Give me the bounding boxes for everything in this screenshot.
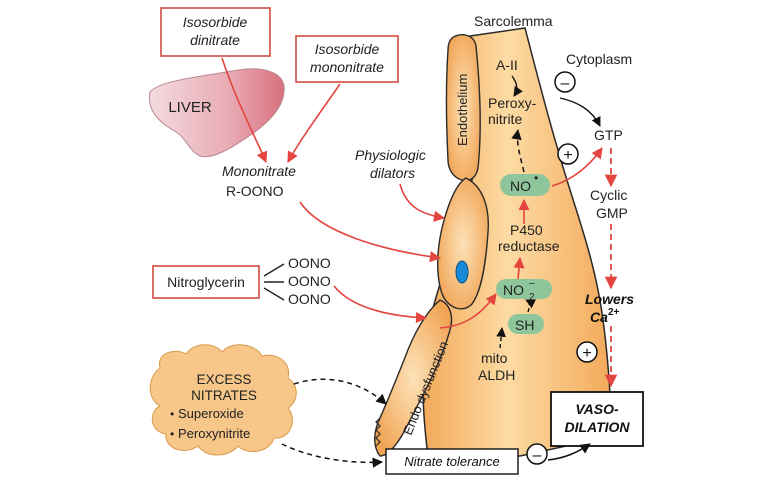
- oono-3: OONO: [288, 291, 331, 307]
- endothelium-cell-dysfunction: [374, 299, 453, 457]
- minus-circle-angiotensin: [554, 71, 576, 93]
- no2-superscript: –: [529, 278, 535, 289]
- endothelium-label: Endothelium: [455, 74, 470, 146]
- peroxynitrite-bullet-label: Peroxynitrite: [178, 426, 250, 441]
- isdn-label-1: Isosorbide: [183, 14, 248, 30]
- peroxynitrite-label-1: Peroxy-: [488, 95, 537, 111]
- no-radical-dot: •: [534, 171, 538, 185]
- no-label: NO: [510, 178, 531, 194]
- arrow-mononitrate-to-endothelium: [299, 201, 442, 263]
- ismn-label-1: Isosorbide: [315, 41, 380, 57]
- minus-sign-tolerance: –: [533, 447, 542, 464]
- superoxide-label: Superoxide: [178, 406, 244, 421]
- arrow-ismn-to-mononitrate: [287, 83, 341, 163]
- excess-nitrates-cloud: [149, 344, 297, 456]
- ismn-label-2: mononitrate: [310, 59, 384, 75]
- plus-circle-calcium: [576, 341, 598, 363]
- mononitrate-label: Mononitrate: [222, 163, 296, 179]
- arrow-excess-to-dysfunction: [293, 378, 387, 405]
- nitrate-tolerance-box: [385, 448, 519, 475]
- isdn-label-2: dinitrate: [190, 32, 240, 48]
- endothelium-cell-top: [445, 34, 481, 182]
- liver-shape: [148, 68, 285, 158]
- sh-label: SH: [515, 317, 534, 333]
- p450-label-1: P450: [510, 222, 543, 238]
- arrow-physiologic-to-endothelium: [399, 183, 446, 222]
- nitroglycerin-label: Nitroglycerin: [167, 274, 245, 290]
- arrow-no-to-gtp: [551, 147, 603, 187]
- arrow-a2-to-peroxynitrite: [511, 75, 523, 97]
- endothelium-wavy-edge: [375, 417, 381, 447]
- no-pill: [500, 174, 550, 196]
- plus-sign-gtp: +: [563, 147, 572, 164]
- arrow-dysfunction-to-no2: [439, 293, 497, 329]
- ca-superscript: 2+: [608, 307, 620, 318]
- excess-label-1: EXCESS: [197, 372, 252, 387]
- physiologic-label-1: Physiologic: [355, 147, 426, 163]
- physiologic-label-2: dilators: [370, 165, 415, 181]
- oono-1: OONO: [288, 255, 331, 271]
- nitroglycerin-box: [152, 265, 260, 299]
- minus-sign-top: –: [561, 75, 570, 92]
- ngl-branch-bottom: [263, 287, 285, 301]
- endothelial-nucleus: [455, 260, 469, 284]
- arrow-excess-to-tolerance: [281, 443, 384, 468]
- sarcolemma-label: Sarcolemma: [474, 13, 553, 29]
- no2-subscript: 2: [529, 292, 535, 303]
- arrow-cytoplasm-to-gtp: [559, 97, 601, 127]
- sh-pill: [508, 314, 544, 334]
- arrow-no2-to-p450: [513, 256, 525, 280]
- isosorbide-mononitrate-box: [295, 35, 399, 83]
- liver-label: LIVER: [168, 99, 212, 116]
- isosorbide-dinitrate-box: [160, 7, 271, 57]
- cgmp-label-1: Cyclic: [590, 187, 627, 203]
- no2-label: NO: [503, 282, 524, 298]
- mito-label: mito: [481, 350, 508, 366]
- cgmp-label-2: GMP: [596, 205, 628, 221]
- arrow-isdn-to-mononitrate: [221, 57, 268, 164]
- nitrate-tolerance-label: Nitrate tolerance: [404, 454, 499, 469]
- ca-label: Ca: [590, 309, 608, 325]
- cytoplasm-label: Cytoplasm: [566, 51, 632, 67]
- no2-pill: [496, 279, 552, 299]
- arrow-sh-to-no2: [525, 299, 537, 313]
- arrow-no-to-peroxynitrite: [511, 128, 525, 173]
- minus-circle-tolerance: [526, 443, 548, 465]
- lowers-label: Lowers: [585, 291, 634, 307]
- peroxynitrite-label-2: nitrite: [488, 111, 522, 127]
- arrow-aldh-to-no2: [496, 327, 506, 349]
- aldh-label: ALDH: [478, 367, 515, 383]
- plus-circle-gtp: [557, 143, 579, 165]
- bullet-peroxynitrite: •: [170, 427, 174, 441]
- oono-2: OONO: [288, 273, 331, 289]
- arrow-oono-to-cell: [333, 285, 428, 324]
- a2-label: A-II: [496, 57, 518, 73]
- p450-label-2: reductase: [498, 238, 560, 254]
- arrow-tolerance-to-vasodilation: [547, 443, 591, 461]
- vasodilation-label-2: DILATION: [564, 419, 630, 435]
- roono-label: R-OONO: [226, 183, 284, 199]
- gtp-label: GTP: [594, 127, 623, 143]
- vasodilation-box: [550, 391, 644, 447]
- excess-label-2: NITRATES: [191, 388, 257, 403]
- endothelium-cell-middle: [437, 177, 489, 310]
- ngl-branch-top: [263, 263, 285, 277]
- plus-sign-calcium: +: [582, 345, 591, 362]
- vasodilation-label-1: VASO-: [575, 401, 619, 417]
- bullet-superoxide: •: [170, 407, 174, 421]
